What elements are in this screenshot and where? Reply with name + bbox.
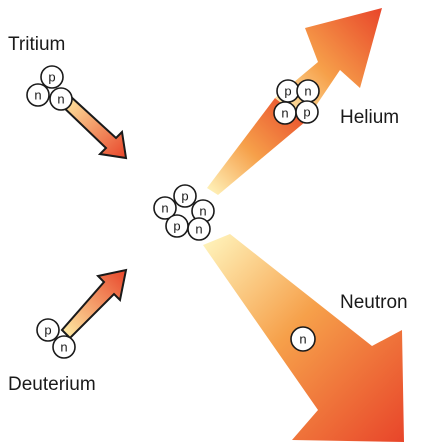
svg-text:n: n <box>299 332 306 347</box>
helium-nucleus: p n n p <box>273 79 320 125</box>
tritium-arrow <box>58 94 128 160</box>
tritium-nucleus: p n n <box>26 65 73 111</box>
svg-text:n: n <box>161 201 168 216</box>
deuterium-neutron-label: n <box>60 340 67 355</box>
helium-arrow <box>207 8 382 195</box>
svg-text:n: n <box>195 222 202 237</box>
svg-text:n: n <box>199 204 206 219</box>
deuterium-proton-label: p <box>44 323 51 338</box>
svg-text:p: p <box>284 84 291 99</box>
tritium-proton-label: p <box>48 70 55 85</box>
svg-text:n: n <box>304 84 311 99</box>
tritium-label: Tritium <box>8 34 65 55</box>
neutron-label: Neutron <box>340 292 408 313</box>
tritium-neutron-label-1: n <box>34 88 41 103</box>
svg-text:p: p <box>303 105 310 120</box>
compound-nucleus: p n n n p <box>153 184 215 241</box>
deuterium-label: Deuterium <box>8 374 96 395</box>
deuterium-nucleus: p n <box>36 318 76 359</box>
svg-text:p: p <box>181 189 188 204</box>
svg-text:n: n <box>281 106 288 121</box>
helium-label: Helium <box>340 107 399 128</box>
deuterium-arrow <box>60 268 128 340</box>
tritium-neutron-label-2: n <box>57 92 64 107</box>
svg-text:p: p <box>173 219 180 234</box>
free-neutron: n <box>290 326 316 352</box>
